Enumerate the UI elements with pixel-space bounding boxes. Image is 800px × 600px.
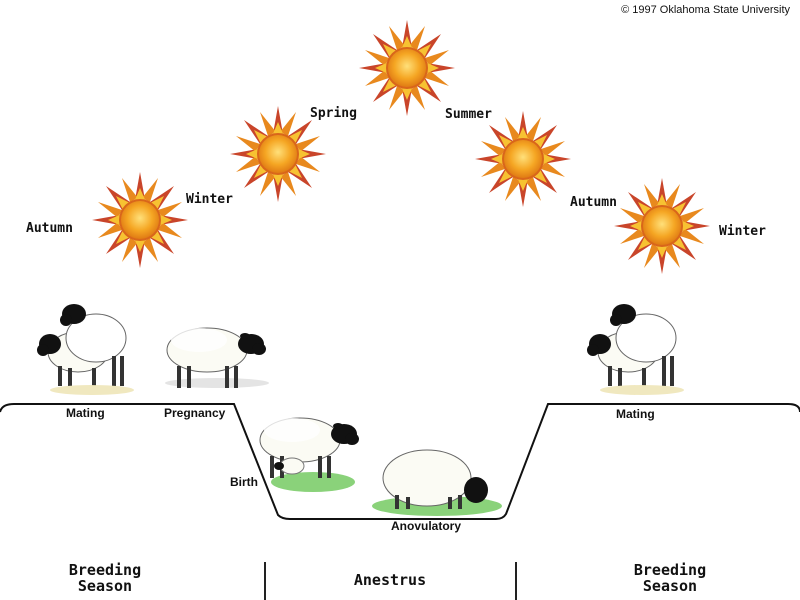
cycle-ground-line [0,403,800,520]
season-label-winter-left: Winter [186,192,233,207]
pregnant-ewe-icon [165,327,269,389]
phase-label-breeding-season-left: Breeding Season [40,562,170,594]
season-label-winter-right: Winter [719,224,766,239]
season-label-summer: Summer [445,107,492,122]
stage-label-pregnancy: Pregnancy [164,406,226,420]
sun-spring-summer-icon [359,20,455,116]
sun-autumn-winter-right-icon [614,178,710,274]
phase-label-breeding-left-line1: Breeding [68,561,142,579]
phase-label-anestrus: Anestrus [353,571,427,589]
copyright-notice: © 1997 Oklahoma State University [621,4,790,16]
sun-autumn-left-icon [92,172,188,268]
mating-sheep-left-icon [36,303,135,396]
phase-divider-left [264,562,266,600]
stage-label-mating-right: Mating [616,407,655,421]
grazing-sheep-icon [372,449,502,516]
stage-label-mating-left: Mating [66,406,105,420]
stage-label-anovulatory: Anovulatory [391,519,462,533]
phase-label-breeding-right-line2: Season [642,577,698,595]
phase-label-breeding-left-line2: Season [77,577,133,595]
sun-summer-autumn-icon [475,111,571,207]
ewe-with-lamb-icon [259,417,360,492]
season-label-autumn-left: Autumn [26,221,73,236]
phase-label-breeding-right-line1: Breeding [633,561,707,579]
season-label-autumn-right: Autumn [570,195,617,210]
season-label-spring: Spring [310,106,357,121]
phase-label-breeding-season-right: Breeding Season [605,562,735,594]
mating-sheep-right-icon [586,303,685,396]
phase-divider-right [515,562,517,600]
stage-label-birth: Birth [230,475,258,489]
